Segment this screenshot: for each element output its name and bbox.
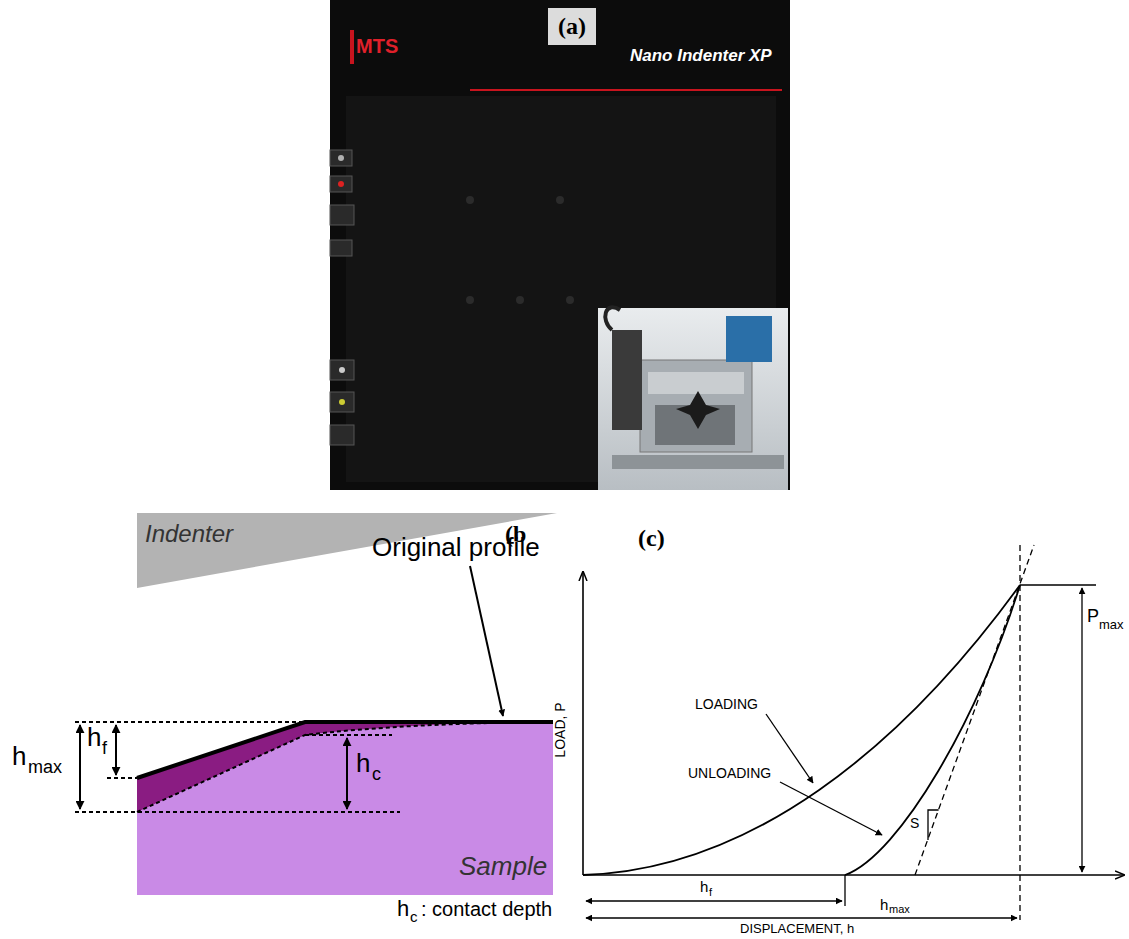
drawing-part (338, 181, 344, 187)
drawing-part (726, 316, 772, 362)
load-displacement-chart (583, 545, 1124, 920)
panel-tag: (c) (638, 526, 665, 550)
drawing-part (915, 545, 1034, 875)
drawing-part (566, 296, 574, 304)
model-name: Nano Indenter XP (630, 47, 772, 64)
drawing-part (676, 391, 720, 429)
drawing-part (598, 308, 788, 490)
drawing-part (137, 513, 557, 588)
drawing-part (330, 392, 354, 412)
drawing-part (330, 240, 352, 256)
node-text: Sample (459, 852, 547, 881)
drawing-part (583, 874, 1124, 876)
dimension-symbol: P (1087, 607, 1099, 625)
legend-symbol: h (397, 898, 409, 920)
axis-title: LOAD, P (553, 690, 567, 770)
drawing-part (339, 399, 345, 405)
dimension-symbol: h (356, 750, 370, 776)
legend-subscript: c (410, 909, 418, 924)
drawing-part (75, 811, 400, 813)
brand-logo: MTS (356, 36, 398, 56)
drawing-part (330, 150, 354, 445)
drawing-part (583, 585, 1020, 875)
drawing-part (780, 782, 882, 835)
drawing-part (350, 30, 354, 64)
instrument-photo (330, 0, 790, 490)
drawing-part (1019, 545, 1020, 920)
drawing-part (75, 721, 305, 723)
axis-title: DISPLACEMENT, h (740, 922, 854, 935)
dimension-subscript: max (1099, 618, 1124, 631)
drawing-part (928, 810, 939, 840)
drawing-part (648, 372, 744, 394)
drawing-part (845, 585, 1020, 875)
drawing-part (582, 572, 584, 875)
drawing-part (305, 734, 392, 736)
drawing-part (470, 89, 782, 91)
drawing-part (330, 150, 352, 166)
dimension-symbol: h (87, 724, 101, 750)
dimension-subscript: max (28, 758, 62, 776)
drawing-part (137, 722, 553, 778)
drawing-part (1020, 584, 1096, 585)
drawing-part (330, 425, 354, 445)
drawing-part (586, 900, 842, 901)
drawing-part (137, 722, 553, 812)
node-text: (a) (558, 13, 586, 39)
drawing-part (330, 205, 354, 225)
drawing-part (115, 725, 117, 775)
drawing-part (1081, 588, 1082, 872)
dimension-symbol: h (12, 743, 26, 769)
drawing-part (766, 714, 813, 783)
drawing-part (556, 196, 564, 204)
legend-note: : contact depth (421, 899, 552, 919)
slope-label: S (910, 816, 919, 830)
curve-label: LOADING (695, 697, 758, 711)
drawing-part (844, 875, 845, 906)
drawing-part (586, 917, 1017, 918)
drawing-part (330, 360, 354, 380)
drawing-part (346, 96, 776, 482)
dimension-subscript: f (709, 887, 712, 898)
curve-label: UNLOADING (688, 766, 771, 780)
drawing-part (466, 296, 474, 304)
drawing-part (338, 155, 344, 161)
dimension-symbol: h (880, 897, 888, 912)
drawing-part (107, 777, 137, 779)
drawing-part (137, 722, 553, 895)
dimension-subscript: max (889, 904, 910, 915)
drawing-part (137, 722, 553, 812)
drawing-part (640, 360, 752, 452)
drawing-part (612, 455, 784, 469)
drawing-part (79, 725, 81, 809)
drawing-part (330, 0, 790, 490)
drawing-part (605, 307, 620, 330)
callout-label: Original profile (372, 534, 540, 560)
node-text: Indenter (145, 521, 233, 547)
drawing-part (612, 330, 642, 430)
dimension-symbol: h (700, 879, 708, 894)
drawing-part (339, 367, 345, 373)
dimension-subscript: f (102, 739, 107, 757)
drawing-part (330, 176, 352, 192)
drawing-part (516, 296, 524, 304)
sample-body: Sample (137, 700, 553, 895)
leader-line (470, 566, 503, 716)
drawing-part (346, 738, 348, 809)
drawing-part (466, 196, 474, 204)
panel-tag: (a) (548, 8, 596, 45)
dimension-subscript: c (372, 765, 381, 783)
drawing-part (466, 196, 574, 304)
